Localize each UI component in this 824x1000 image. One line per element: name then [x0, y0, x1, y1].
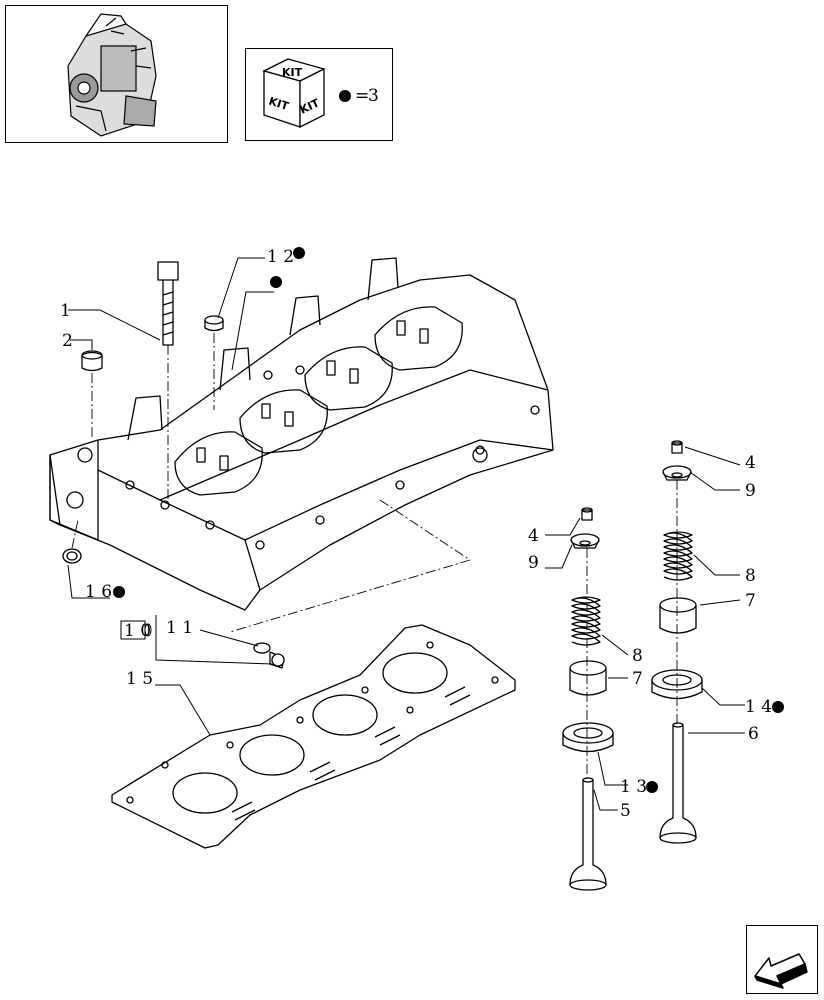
head-bolt-part-1	[157, 261, 179, 346]
leader-16	[67, 564, 110, 599]
leader-4b	[684, 446, 741, 466]
kit-marker-13	[646, 781, 658, 793]
leader-8a	[601, 634, 629, 656]
cylinder-head	[49, 257, 554, 611]
callout-4-right: 4	[745, 453, 756, 473]
leader-9b	[689, 471, 740, 491]
bush-part-2	[81, 350, 103, 372]
leader-2	[70, 339, 93, 350]
next-page-arrow-icon	[754, 953, 808, 989]
kit-marker-icon	[339, 90, 351, 102]
callout-9-right: 9	[745, 481, 756, 501]
callout-8-left: 8	[632, 646, 643, 666]
leader-7b	[699, 599, 741, 606]
kit-label-left: KIT	[267, 94, 291, 113]
kit-marker-head	[270, 276, 282, 288]
callout-7-left: 7	[632, 669, 643, 689]
callout-12: 1 2	[267, 247, 294, 267]
leader-5	[593, 789, 618, 811]
engine-thumbnail-frame	[5, 5, 228, 143]
leader-8b	[693, 554, 740, 576]
callout-4-left: 4	[528, 526, 539, 546]
valve-group-right	[651, 440, 703, 844]
callout-16: 1 6	[85, 582, 112, 602]
kit-cube-icon: KIT KIT KIT = 3	[262, 58, 379, 129]
kit-equals: =	[355, 86, 369, 106]
leader-4a	[545, 517, 581, 536]
kit-marker-14	[772, 701, 784, 713]
kit-quantity: 3	[368, 86, 379, 106]
leader-13	[597, 751, 628, 786]
leader-15	[155, 684, 211, 736]
callout-14: 1 4	[745, 697, 772, 717]
callout-15: 1 5	[126, 669, 153, 689]
valve-group-left	[562, 507, 614, 891]
callout-13: 1 3	[620, 777, 647, 797]
leader-12	[217, 257, 265, 319]
engine-thumbnail-icon	[67, 13, 157, 137]
callout-9-left: 9	[528, 553, 539, 573]
leader-10	[155, 630, 273, 665]
next-page-button[interactable]	[746, 925, 818, 994]
leader-14	[701, 687, 745, 706]
callout-7-right: 7	[745, 591, 756, 611]
callout-10: 1 0	[124, 621, 151, 641]
leader-kit-head	[231, 291, 274, 371]
axis-plug-11-a	[379, 499, 471, 561]
axis-plug-16	[71, 519, 79, 549]
plug-part-16	[62, 548, 82, 564]
callout-1: 1	[60, 301, 71, 321]
plug-part-11	[253, 642, 285, 669]
kit-legend: KIT KIT KIT = 3	[245, 48, 393, 141]
kit-label-top: KIT	[282, 66, 303, 79]
callout-5: 5	[620, 801, 631, 821]
kit-marker-16	[113, 586, 125, 598]
leader-1	[68, 309, 161, 341]
head-gasket-part-15	[111, 624, 516, 849]
plug-part-12	[204, 315, 224, 332]
ref-box-10-connector	[144, 623, 152, 637]
callout-6: 6	[748, 724, 759, 744]
leader-11	[199, 629, 259, 647]
callout-11: 1 1	[166, 618, 193, 638]
leader-9a	[545, 544, 573, 569]
axis-plug-11-b	[229, 559, 471, 633]
callout-2: 2	[62, 331, 73, 351]
kit-marker-12	[293, 247, 305, 259]
callout-8-right: 8	[745, 566, 756, 586]
